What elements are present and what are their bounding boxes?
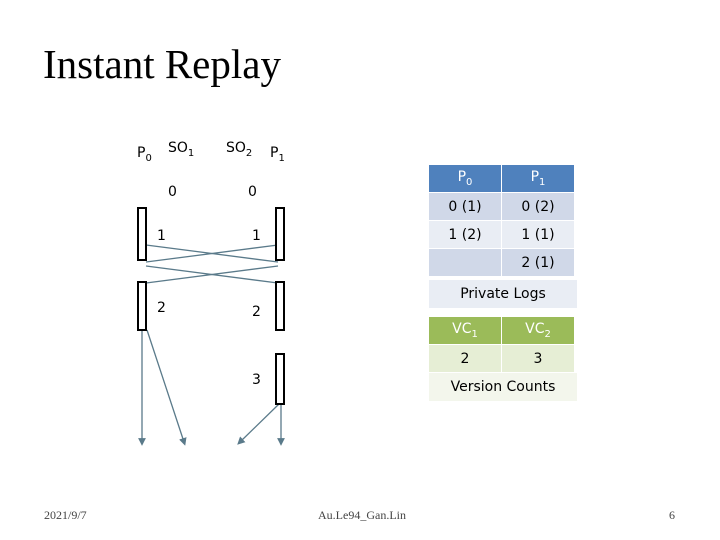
so2-version-label: 3 — [252, 372, 261, 388]
page-title: Instant Replay — [43, 41, 281, 87]
table-cell: 2 (1) — [501, 248, 575, 277]
footer-date: 2021/9/7 — [44, 508, 87, 522]
version-counts-table: VC1 VC2 2 3 — [428, 316, 575, 373]
table-cell: 2 — [428, 344, 502, 373]
shared-object-so2-label: SO2 — [226, 140, 252, 159]
table-cell: 3 — [501, 344, 575, 373]
column-header-vc1: VC1 — [428, 316, 502, 345]
so1-version-label: 1 — [157, 228, 166, 244]
p0-timeline-arrow — [146, 329, 187, 446]
p1-timeline-arrow — [237, 403, 280, 445]
footer-reference: Au.Le94_Gan.Lin — [318, 508, 406, 522]
process-p0-label: P0 — [137, 145, 152, 164]
process-p1-label: P1 — [270, 145, 285, 164]
access-line — [145, 244, 279, 263]
table-header-row: VC1 VC2 — [428, 316, 575, 345]
p1-operation-bar — [275, 281, 285, 331]
table-row: 2 3 — [428, 344, 575, 373]
column-header-vc2: VC2 — [501, 316, 575, 345]
p0-operation-bar — [137, 281, 147, 331]
so2-version-label: 0 — [248, 184, 257, 200]
p0-operation-bar — [137, 207, 147, 261]
version-counts-caption: Version Counts — [429, 373, 577, 401]
page-number: 6 — [669, 508, 675, 522]
so1-version-label: 0 — [168, 184, 177, 200]
column-header-p0: P0 — [428, 164, 502, 193]
table-row: 2 (1) — [428, 248, 575, 277]
p1-operation-bar — [275, 353, 285, 405]
table-cell: 0 (1) — [428, 192, 502, 221]
shared-object-so1-label: SO1 — [168, 140, 194, 159]
so2-version-label: 2 — [252, 304, 261, 320]
private-logs-caption: Private Logs — [429, 280, 577, 308]
access-line — [145, 265, 279, 284]
so2-version-label: 1 — [252, 228, 261, 244]
table-cell: 1 (2) — [428, 220, 502, 249]
table-cell: 1 (1) — [501, 220, 575, 249]
private-logs-table: P0 P1 0 (1) 0 (2) 1 (2) 1 (1) 2 (1) — [428, 164, 575, 277]
table-row: 1 (2) 1 (1) — [428, 220, 575, 249]
table-cell — [428, 248, 502, 277]
table-cell: 0 (2) — [501, 192, 575, 221]
table-row: 0 (1) 0 (2) — [428, 192, 575, 221]
column-header-p1: P1 — [501, 164, 575, 193]
p1-operation-bar — [275, 207, 285, 261]
so1-version-label: 2 — [157, 300, 166, 316]
table-header-row: P0 P1 — [428, 164, 575, 193]
